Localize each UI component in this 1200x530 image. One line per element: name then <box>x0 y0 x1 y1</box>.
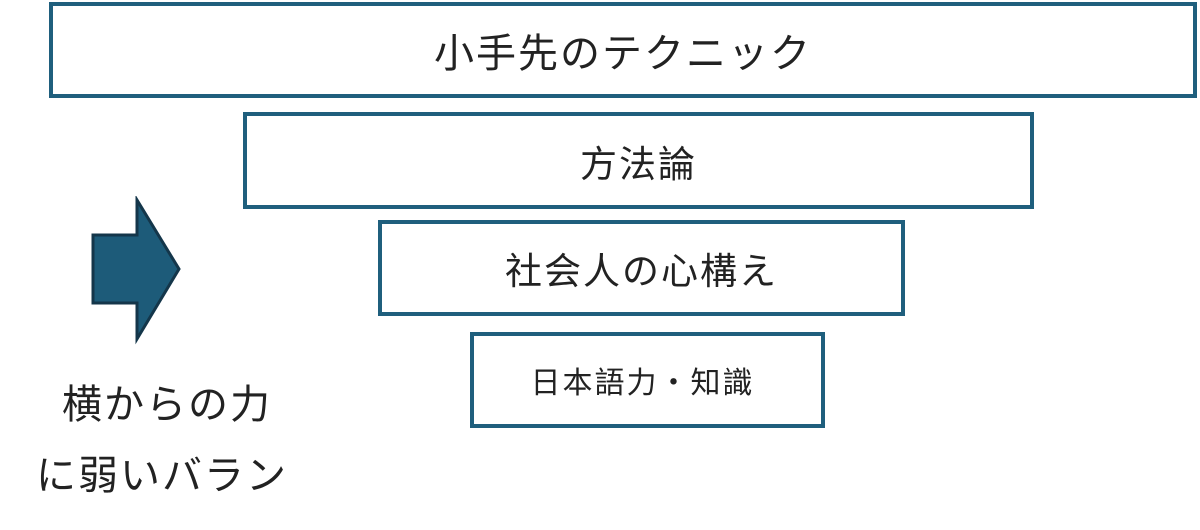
caption-line-1: 横からの力 <box>62 382 272 428</box>
right-arrow-icon <box>91 196 181 345</box>
arrow-shape <box>91 196 181 345</box>
tier-label-language-knowledge: 日本語力・知識 <box>530 366 755 401</box>
caption-line-2: に弱いバラン <box>36 453 288 499</box>
tier-label-techniques: 小手先のテクニック <box>434 31 812 77</box>
tier-box-mindset: 社会人の心構え <box>378 220 905 316</box>
tier-label-mindset: 社会人の心構え <box>505 250 778 293</box>
tier-label-methodology: 方法論 <box>580 142 697 186</box>
tier-box-methodology: 方法論 <box>243 112 1034 209</box>
tier-box-techniques: 小手先のテクニック <box>49 2 1197 98</box>
tier-box-language-knowledge: 日本語力・知識 <box>470 332 825 428</box>
